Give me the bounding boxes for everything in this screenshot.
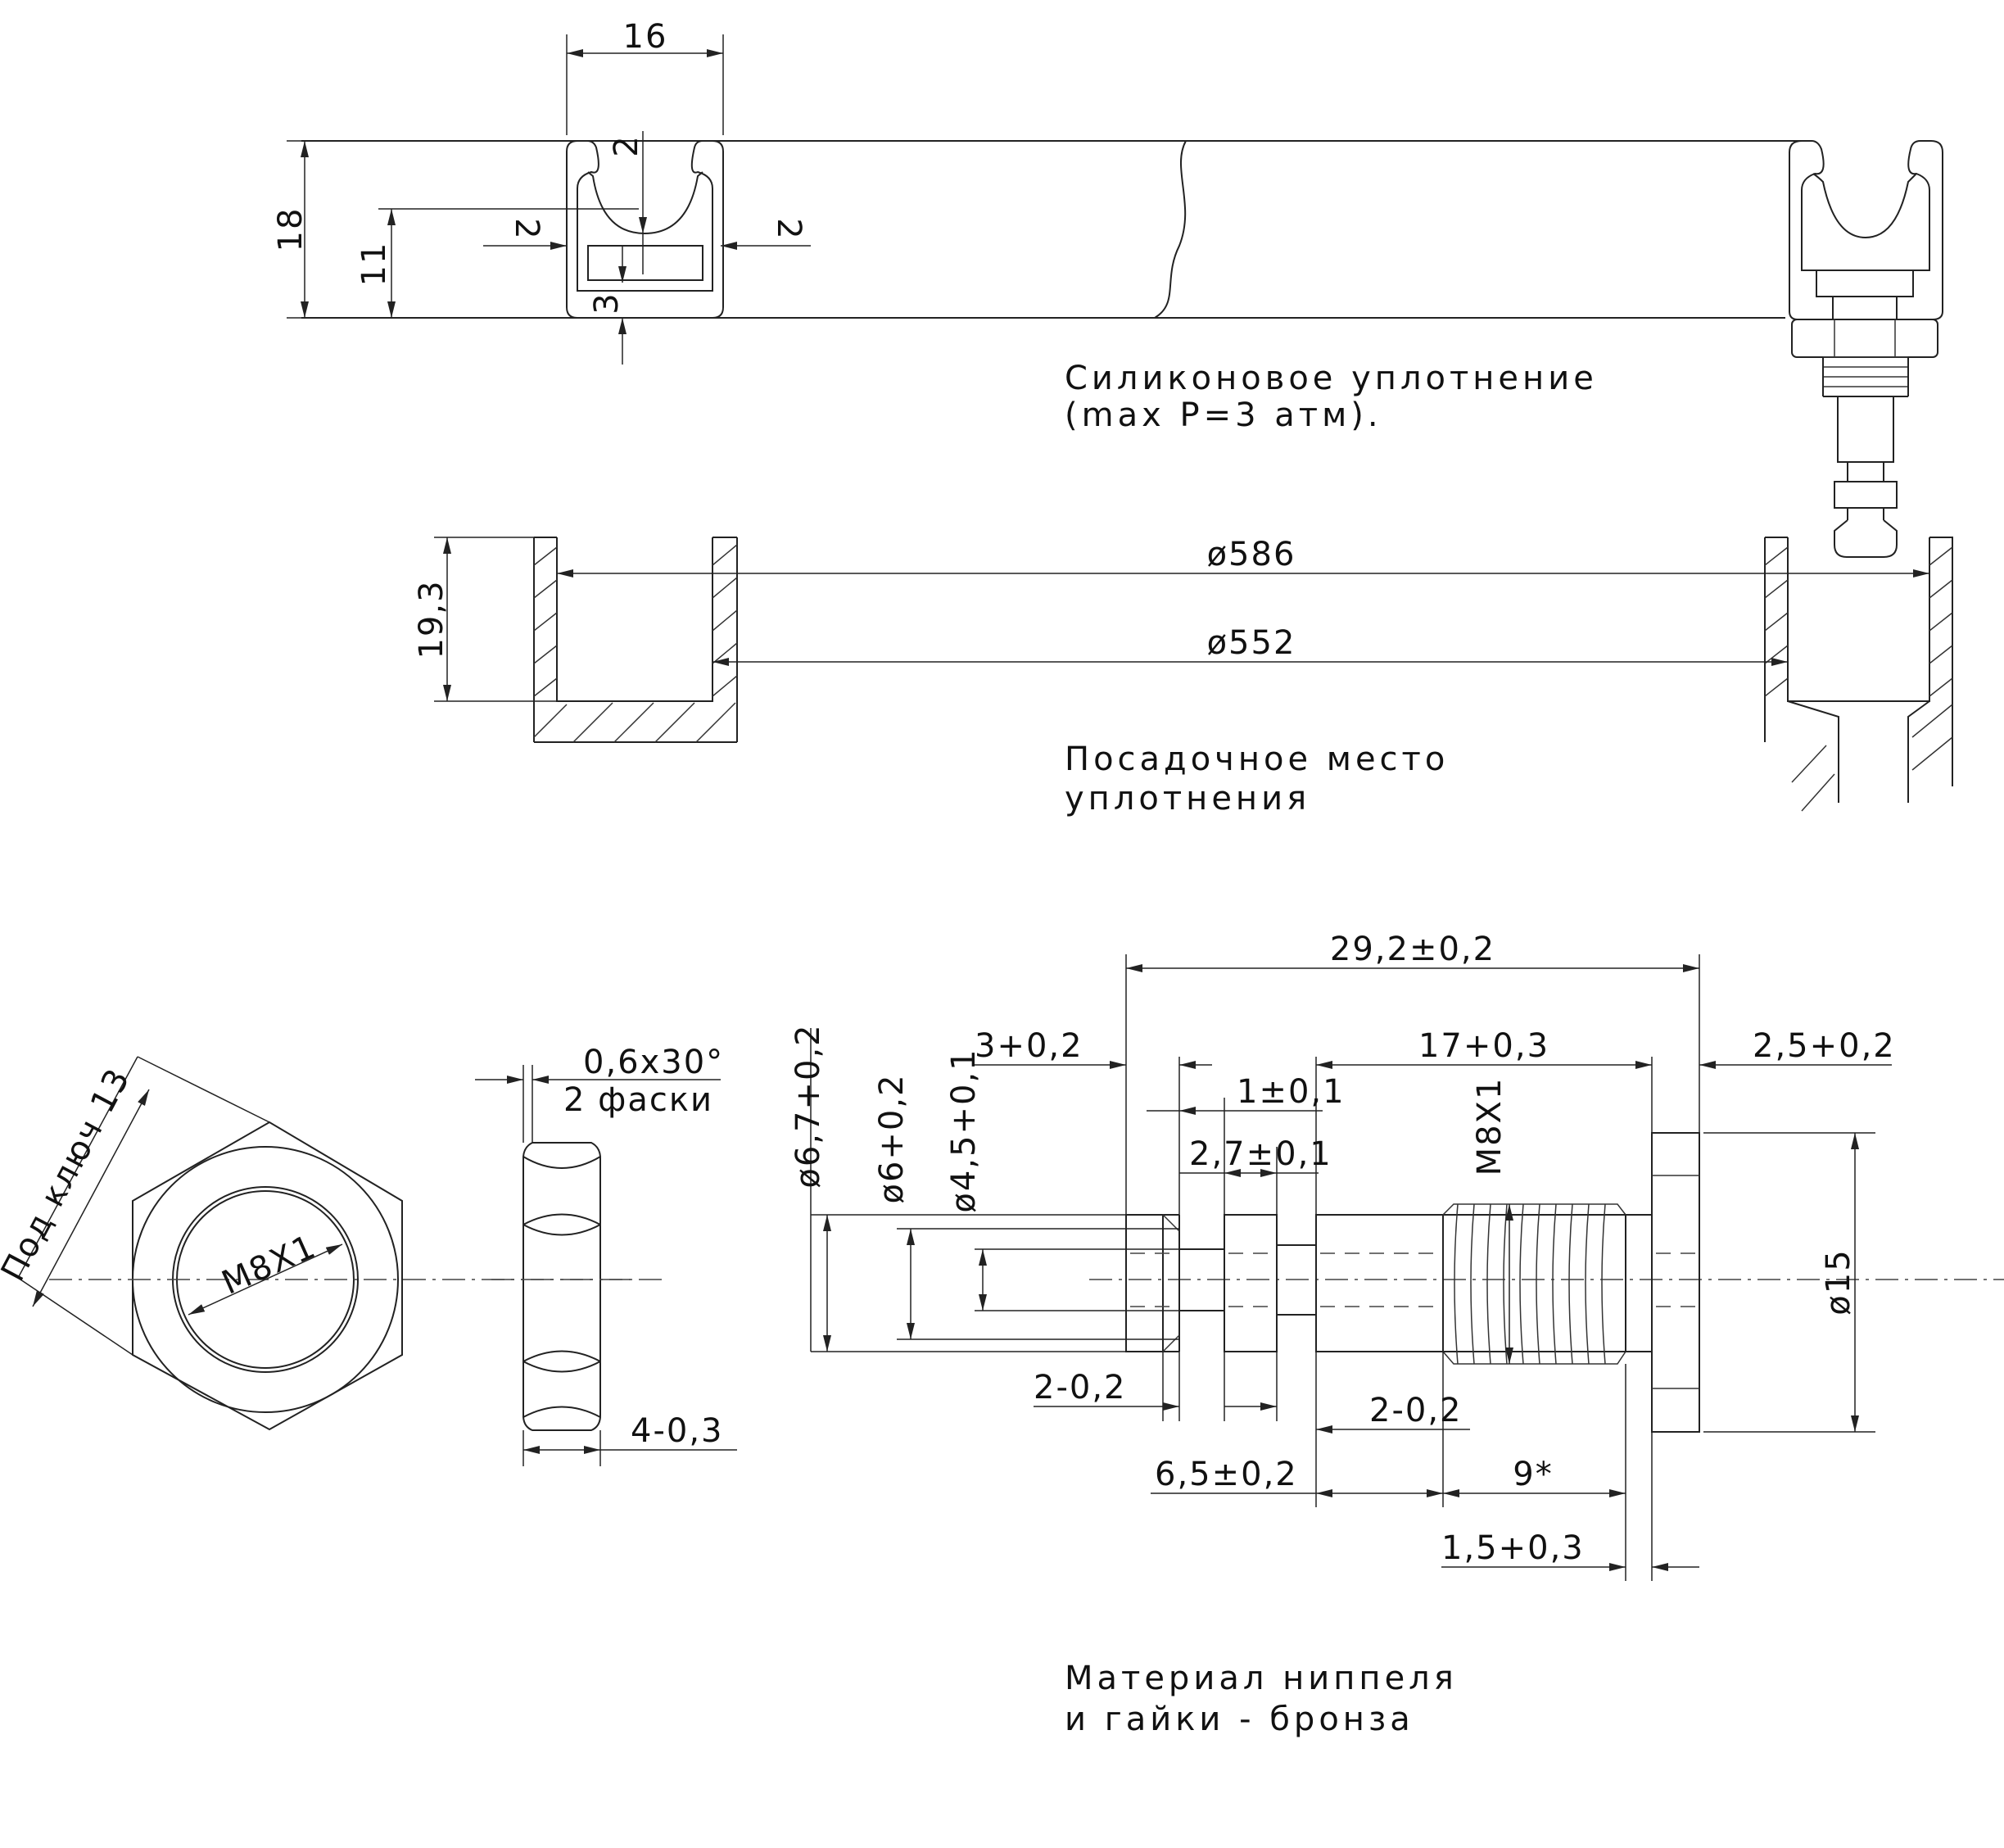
seat-depth-label: 19,3 [413,579,450,659]
seal-wall-right-label: 2 [770,218,807,240]
nipple-groove2-label: 2,7±0,1 [1189,1135,1332,1173]
nipple-flange-diameter-label: ø15 [1820,1248,1857,1315]
nipple-tip-step-label: 2-0,2 [1034,1369,1127,1406]
seal-note-line1: Силиконовое уплотнение [1065,360,1598,397]
seat-outer-diameter-label: ø586 [1207,536,1296,573]
seat-profile [533,537,1953,812]
nipple-body-length-label: 17+0,3 [1418,1027,1549,1065]
seat-note-line2: уплотнения [1065,780,1310,818]
seal-note-line2: (max P=3 атм). [1065,396,1382,434]
nipple-d1-label: ø6,7+0,2 [789,1023,827,1188]
nipple-undercut-label: 1,5+0,3 [1441,1529,1585,1567]
material-note-line2: и гайки - бронза [1065,1701,1414,1738]
seal-wall-left-label: 2 [508,218,545,240]
nut-wrench-label: Под ключ 13 [0,1062,138,1288]
nipple-groove1-label: 1±0,1 [1237,1073,1346,1111]
nut-thread-label: M8X1 [216,1228,322,1302]
nipple-body [1089,1132,2004,1433]
seal-width-label: 16 [623,18,668,56]
nipple-d3-label: ø4,5+0,1 [945,1048,983,1212]
seal-height-label: 18 [272,207,310,252]
seat-note-line1: Посадочное место [1065,741,1449,778]
nipple-thread-length-label: 9* [1513,1456,1553,1493]
seal-inner-label: 11 [355,242,393,287]
nipple-total-length-label: 29,2±0,2 [1330,931,1495,968]
nipple-shank-length-label: 6,5±0,2 [1155,1456,1298,1493]
nipple-thread-label: M8X1 [1471,1077,1509,1176]
seal-dimensions: 16 18 11 2 2 2 3 [272,18,811,365]
nut-chamfer-count-label: 2 фаски [563,1081,713,1119]
nipple-tip-length-label: 3+0,2 [975,1027,1083,1065]
seal-top-radius-label: 2 [608,134,645,156]
nut-chamfer-label: 0,6x30° [583,1044,724,1081]
nipple-dimensions: 29,2±0,2 3+0,2 1±0,1 2,7±0,1 17+0,3 2,5+… [789,931,1896,1581]
nipple-d2-label: ø6+0,2 [873,1073,911,1203]
seal-profile [301,140,1943,558]
nut-thickness-label: 4-0,3 [631,1412,724,1450]
material-note-line1: Материал ниппеля [1065,1660,1458,1697]
seat-dimensions: 19,3 ø586 ø552 [413,536,1929,702]
seat-inner-diameter-label: ø552 [1207,624,1296,662]
nipple-flange-label: 2,5+0,2 [1753,1027,1896,1065]
seal-bottom-label: 3 [588,292,626,314]
nipple-shank-step-label: 2-0,2 [1369,1392,1463,1429]
nut-side-view: 0,6x30° 2 фаски 4-0,3 [475,1044,737,1466]
